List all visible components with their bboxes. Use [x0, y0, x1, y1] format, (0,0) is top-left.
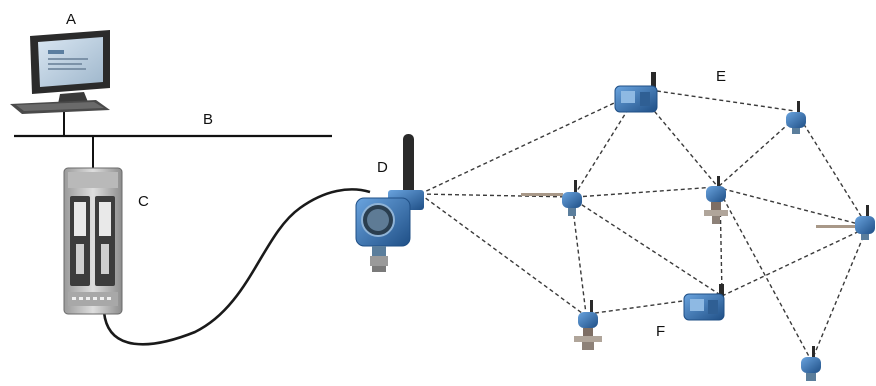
- label-b: B: [203, 111, 213, 128]
- wireless-field-device-icon[interactable]: [801, 346, 821, 381]
- mesh-link: [811, 229, 867, 361]
- wireless-field-device-icon[interactable]: [704, 176, 728, 224]
- label-d: D: [377, 159, 388, 176]
- label-f: F: [656, 323, 665, 340]
- mesh-link: [576, 102, 633, 192]
- mesh-link: [717, 117, 796, 188]
- antenna-icon: [403, 134, 414, 198]
- mesh-link: [715, 186, 867, 227]
- network-bus: [14, 110, 332, 170]
- mesh-link: [587, 299, 691, 315]
- mesh-link: [575, 186, 717, 198]
- wireless-repeater-icon[interactable]: [614, 72, 658, 113]
- wireless-field-device-icon[interactable]: [574, 300, 602, 350]
- computer-workstation-icon[interactable]: [10, 30, 110, 114]
- mesh-link: [571, 200, 587, 315]
- gateway-cable: [102, 188, 371, 346]
- wireless-gateway-icon[interactable]: [355, 134, 424, 272]
- wireless-repeater-icon[interactable]: [683, 284, 725, 321]
- mesh-link: [649, 89, 796, 112]
- label-e: E: [716, 68, 726, 85]
- mesh-link: [799, 117, 867, 225]
- mesh-link: [419, 193, 587, 317]
- mesh-link: [419, 96, 628, 195]
- wireless-field-device-icon[interactable]: [521, 180, 582, 216]
- mesh-links: [419, 89, 867, 363]
- controller-cabinet-icon[interactable]: [63, 167, 123, 315]
- mesh-link: [649, 105, 719, 188]
- label-c: C: [138, 193, 149, 210]
- wireless-field-device-icon[interactable]: [786, 101, 806, 134]
- mesh-link: [575, 200, 723, 297]
- label-a: A: [66, 11, 76, 28]
- mesh-link: [721, 227, 867, 297]
- mesh-link: [719, 191, 813, 363]
- wireless-field-device-icon[interactable]: [816, 205, 875, 240]
- mesh-link: [419, 193, 573, 198]
